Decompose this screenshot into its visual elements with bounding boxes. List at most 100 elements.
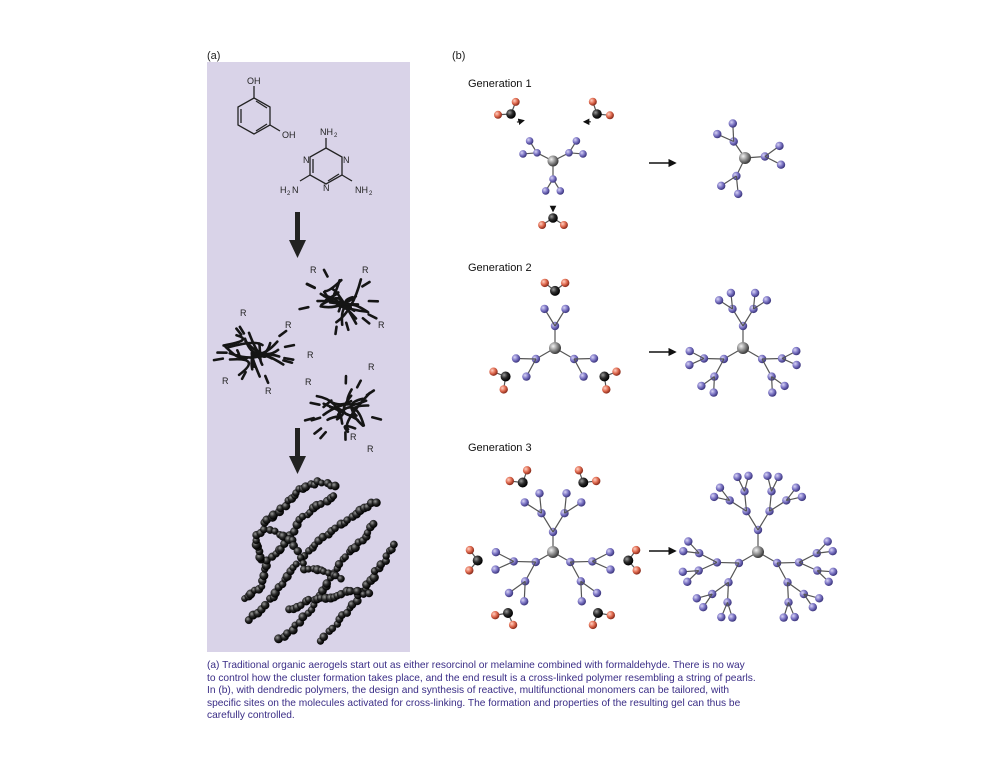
purple-atom [699, 603, 708, 612]
purple-atom [588, 557, 597, 566]
purple-atom [750, 288, 760, 298]
purple-atom [520, 498, 529, 507]
red-atom [632, 566, 641, 575]
purple-atom [565, 149, 573, 157]
cluster-end [240, 370, 247, 381]
reaction-arrow-2 [289, 428, 306, 474]
red-atom [538, 221, 547, 229]
red-atom [588, 620, 598, 630]
purple-atom [792, 360, 801, 370]
purple-atom [577, 498, 586, 507]
purple-atom [823, 537, 832, 546]
purple-atom [717, 181, 726, 190]
red-atom [540, 278, 549, 288]
purple-atom [715, 483, 725, 492]
cluster-end [319, 430, 327, 440]
melamine-nh2-right: NH [355, 185, 368, 195]
purple-atom [760, 152, 770, 161]
cluster-strand [345, 391, 371, 431]
purple-atom [683, 577, 692, 586]
red-atom [508, 620, 518, 630]
pearl [292, 560, 300, 568]
purple-atom [685, 346, 694, 356]
purple-atom [763, 471, 772, 480]
red-atom [602, 385, 611, 394]
red-atom [606, 611, 615, 620]
red-atom [612, 367, 621, 376]
purple-atom [572, 137, 581, 145]
red-atom [505, 476, 514, 486]
r-group-label: R [240, 308, 247, 318]
cluster-end [283, 343, 296, 349]
cluster-strand [335, 278, 363, 324]
purple-atom [605, 548, 615, 557]
cluster-end [361, 280, 371, 288]
core-atom [547, 546, 559, 558]
cluster-strand [320, 296, 343, 313]
r-group-label: R [265, 386, 272, 396]
pearl [369, 519, 378, 529]
cluster-strand [319, 295, 358, 309]
red-atom [465, 545, 475, 555]
purple-atom [791, 483, 801, 492]
cluster-end [238, 325, 246, 335]
pearl [372, 498, 381, 507]
purple-atom [699, 354, 709, 363]
r-group-label: R [367, 444, 374, 454]
purple-atom [780, 381, 789, 391]
r-group-label: R [362, 265, 369, 275]
purple-atom [784, 598, 793, 607]
pearl [322, 579, 332, 588]
core-atom [739, 152, 751, 164]
string-of-pearls-polymer [241, 477, 398, 645]
cluster-end [278, 329, 288, 338]
purple-atom [824, 577, 833, 586]
cluster-strand [322, 399, 333, 409]
red-atom [574, 466, 584, 475]
cluster-strand [322, 294, 358, 320]
generation-2-product [685, 288, 801, 397]
r-group-label: R [350, 432, 357, 442]
core-atom [547, 155, 559, 167]
cluster-end [355, 379, 362, 389]
generation-2-reactants [489, 278, 621, 394]
red-atom [499, 385, 508, 394]
purple-atom [511, 354, 521, 363]
pearl [365, 589, 374, 598]
red-atom [465, 566, 474, 575]
cluster-end [345, 321, 350, 332]
purple-atom [579, 150, 587, 158]
resorcinol-oh-top: OH [247, 76, 261, 86]
core-atom [737, 342, 749, 354]
pearl [304, 595, 313, 604]
purple-atom [509, 557, 518, 566]
dark-atom [548, 213, 558, 223]
purple-atom [768, 388, 777, 397]
pearl [328, 624, 337, 633]
purple-atom [712, 558, 722, 567]
cluster-tangles [212, 268, 383, 441]
cluster-end [212, 357, 225, 362]
panel-a-label: (a) [207, 50, 221, 62]
purple-atom [815, 594, 824, 603]
pearl [319, 632, 329, 642]
dark-atom [550, 285, 560, 296]
cluster-end [371, 416, 383, 421]
cluster-end [361, 317, 371, 325]
pearl [293, 546, 302, 556]
pearl [353, 586, 362, 596]
cluster-end [365, 389, 376, 397]
purple-atom [794, 558, 804, 567]
melamine-nh2-top: NH [320, 127, 333, 137]
caption-line-1: (a) Traditional organic aerogels start o… [207, 660, 745, 671]
purple-atom [520, 597, 529, 606]
purple-atom [606, 565, 615, 574]
core-atom [549, 342, 561, 354]
monomer-arrow [516, 118, 525, 125]
pearl [382, 552, 390, 560]
purple-atom [774, 472, 783, 482]
reaction-arrow-1 [289, 212, 306, 258]
pearl [334, 560, 344, 569]
cluster-end [303, 416, 315, 422]
